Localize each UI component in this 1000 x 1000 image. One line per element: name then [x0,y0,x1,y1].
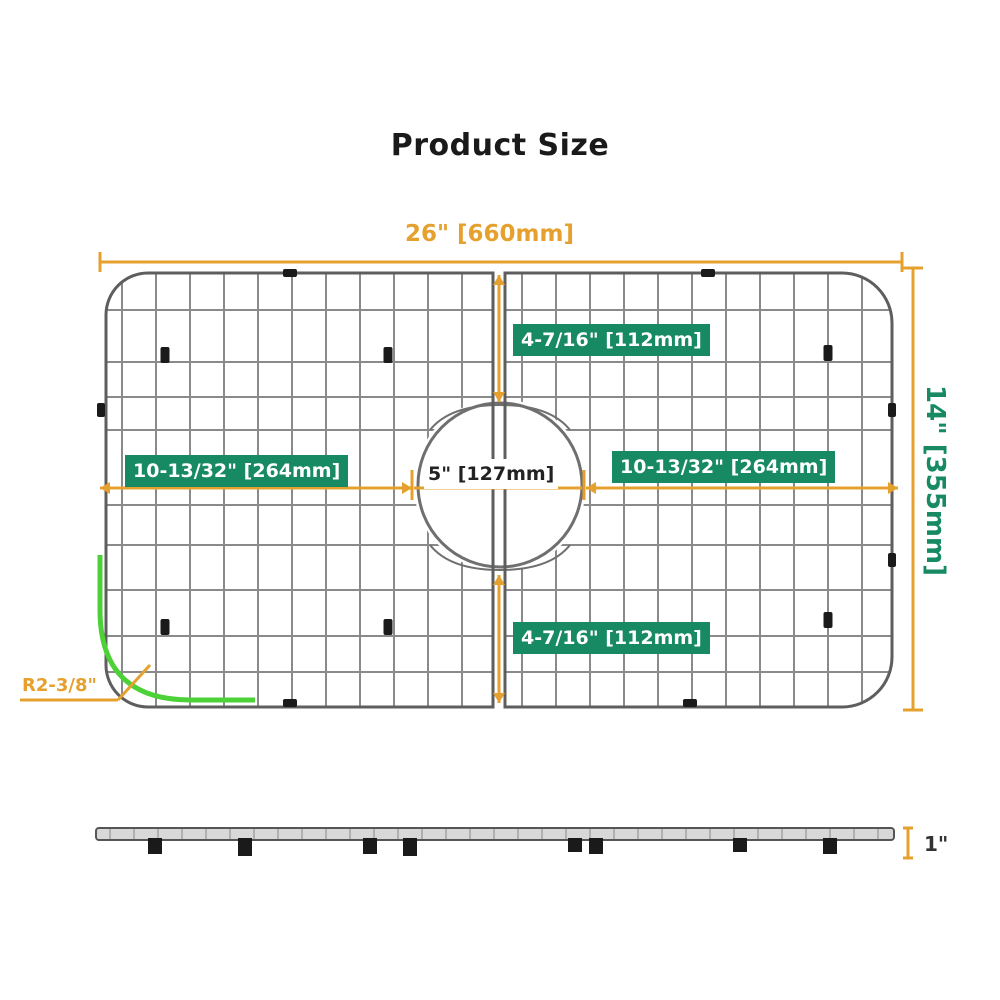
bottom-center-dimension-label: 4-7/16" [112mm] [513,622,710,654]
rubber-foot [283,269,297,277]
right-span-arrow-right [888,482,898,494]
center-hole-top-brace [429,403,571,431]
side-profile-foot [148,838,162,854]
overall-height-label: 14" [355mm] [920,385,950,577]
rubber-foot [823,345,833,361]
rubber-foot [683,699,697,707]
rubber-foot [823,612,833,628]
side-profile-foot [403,838,417,856]
rubber-foot [383,347,393,363]
left-frame [104,271,495,709]
right-span-arrow-left [586,482,596,494]
bottom-center-arrow-top [493,575,505,585]
center-hole-dimension-label: 5" [127mm] [424,459,559,489]
rubber-foot [888,403,896,417]
side-profile-foot [568,838,582,852]
side-profile-foot [589,838,603,854]
left-span-dimension-label: 10-13/32" [264mm] [125,455,349,487]
center-hole-bottom-brace [429,544,571,572]
center-hole-ring [416,401,584,569]
corner-radius-leader-diagonal [116,663,152,702]
top-center-arrow-top [493,275,505,285]
right-frame [503,271,894,709]
right-span-dimension-label: 10-13/32" [264mm] [612,451,836,483]
corner-radius-highlight [97,555,255,703]
corner-radius-label: R2-3/8" [22,675,97,696]
rubber-foot [283,699,297,707]
side-profile-foot [363,838,377,854]
overall-width-label: 26" [660mm] [405,221,574,247]
rubber-foot [701,269,715,277]
left-span-arrow-right [402,482,412,494]
left-grid-panel [106,273,493,707]
side-profile-foot [238,838,252,856]
rubber-foot [97,403,105,417]
rubber-foot [160,347,170,363]
thickness-label: 1" [924,832,949,856]
rubber-foot [888,553,896,567]
left-span-arrow-left [100,482,110,494]
side-profile-foot [823,838,837,854]
rubber-foot [160,619,170,635]
rubber-foot [383,619,393,635]
side-profile-foot [733,838,747,852]
top-center-arrow-bottom [493,392,505,402]
page-title: Product Size [390,128,610,163]
bottom-center-arrow-bottom [493,693,505,703]
top-center-dimension-label: 4-7/16" [112mm] [513,324,710,356]
side-profile-frame [95,827,895,841]
